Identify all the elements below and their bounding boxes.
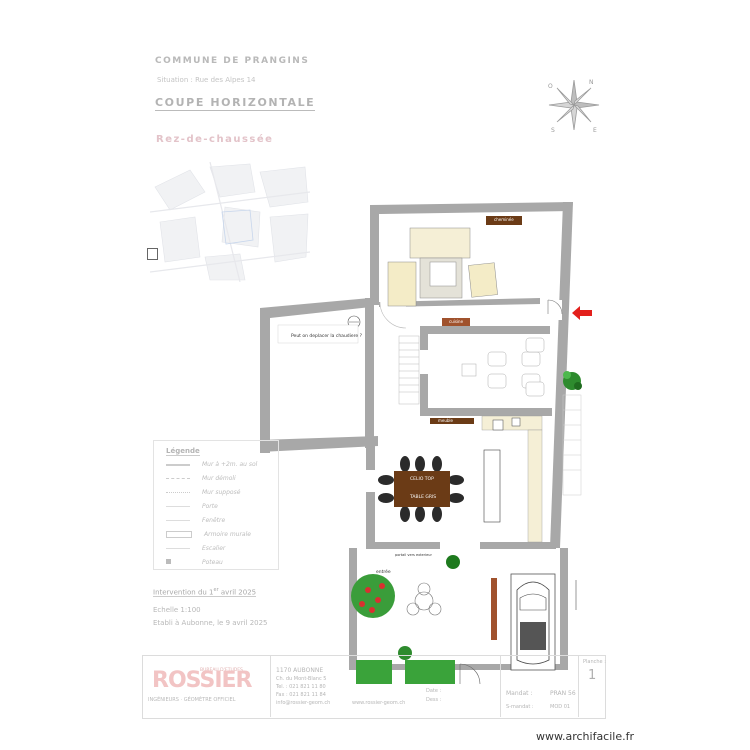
commune-title: COMMUNE DE PRANGINS xyxy=(155,56,310,66)
legend-item-window: Fenêtre xyxy=(166,517,225,524)
dining-table-bottom xyxy=(394,489,450,507)
smandat-label: S-mandat : xyxy=(506,704,534,710)
plant-right xyxy=(563,371,582,390)
tree-left xyxy=(351,574,395,618)
scale-text: Echelle 1:100 xyxy=(153,606,201,614)
dining-table-top xyxy=(394,471,450,489)
title-block-divider xyxy=(270,656,271,717)
legend-item-supposed: Mur supposé xyxy=(166,489,240,496)
plant-hedge xyxy=(398,646,412,660)
dining-chairs xyxy=(378,456,464,522)
title-block-divider-3 xyxy=(578,656,579,717)
company-email: info@rossier-geom.ch xyxy=(276,700,331,706)
label-entree: entrée xyxy=(376,570,391,575)
car xyxy=(510,573,556,671)
logo-top-text: BUREAU D'ETUDES xyxy=(200,668,243,673)
bench xyxy=(491,578,497,640)
compass-rose-icon: N O E S xyxy=(548,79,600,134)
label-cabinet-mid: cuisine xyxy=(449,319,464,324)
map-marker-icon xyxy=(147,248,158,260)
situation-text: Situation : Rue des Alpes 14 xyxy=(157,76,256,84)
company-fax: Fax : 021 821 11 84 xyxy=(276,692,326,698)
legend-window-symbol-icon xyxy=(166,520,190,521)
level-title: Rez-de-chaussée xyxy=(156,134,274,145)
dessin-label: Dess : xyxy=(426,697,442,703)
svg-text:O: O xyxy=(548,83,553,90)
svg-text:S: S xyxy=(551,127,555,134)
legend-item-closet: Armoire murale xyxy=(166,531,251,538)
legend-box xyxy=(153,440,279,570)
situation-map xyxy=(150,162,310,282)
tree-small xyxy=(446,555,460,569)
label-table-bottom: TABLE GRIS xyxy=(410,495,437,500)
planche-label: Planche : xyxy=(583,659,606,665)
company-logo: ROSSIER xyxy=(152,668,252,693)
outdoor-table xyxy=(406,582,442,616)
legend-item-post: Poteau xyxy=(166,559,223,566)
legend-door-symbol-icon xyxy=(166,506,190,507)
smandat-value: MOD 01 xyxy=(550,704,571,710)
cabinet-mid xyxy=(442,318,470,326)
legend-supposed-symbol-icon xyxy=(166,492,190,493)
legend-closet-symbol-icon xyxy=(166,531,192,538)
cabinet-top xyxy=(486,216,522,225)
cabinet-low xyxy=(430,418,474,424)
plan-title: COUPE HORIZONTALE xyxy=(155,96,316,111)
legend-demolished-symbol-icon xyxy=(166,478,190,479)
legend-stairs-symbol-icon xyxy=(166,548,190,549)
label-cabinet-low: meuble xyxy=(438,418,454,423)
mandat-label: Mandat : xyxy=(506,690,533,697)
company-city: 1170 AUBONNE xyxy=(276,667,324,674)
intervention-date: Intervention du 1er avril 2025 xyxy=(153,587,257,598)
staircase xyxy=(398,335,420,405)
mandat-value: PRAN 56 xyxy=(550,690,576,697)
company-address: Ch. du Mont-Blanc 5 xyxy=(276,676,327,682)
svg-text:N: N xyxy=(589,79,594,86)
svg-text:E: E xyxy=(593,127,597,134)
label-porte: portail vers exterieur xyxy=(395,553,432,557)
legend-item-demolished: Mur démoli xyxy=(166,475,236,482)
label-table-top: CELIO TOP xyxy=(410,477,434,482)
legend-item-stairs: Escalier xyxy=(166,545,225,552)
logo-subtitle: INGÉNIEURS · GÉOMÈTRE OFFICIEL xyxy=(148,697,236,703)
company-tel: Tel. : 021 821 11 80 xyxy=(276,684,326,690)
date-label: Date : xyxy=(426,688,442,694)
legend-post-symbol-icon xyxy=(166,559,190,566)
legend-item-door: Porte xyxy=(166,503,218,510)
legend-item-wall: Mur à +2m. au sol xyxy=(166,461,257,468)
established-text: Etabli à Aubonne, le 9 avril 2025 xyxy=(153,619,268,627)
hedge-left xyxy=(356,660,392,684)
title-block xyxy=(142,655,606,719)
planche-number: 1 xyxy=(588,668,597,683)
company-web: www.rossier-geom.ch xyxy=(352,700,406,706)
hedge-right xyxy=(405,660,455,684)
title-block-divider-2 xyxy=(500,656,501,717)
entry-arrow-icon xyxy=(572,306,592,320)
legend-wall-symbol-icon xyxy=(166,463,190,466)
label-cabinet-top: cheminée xyxy=(494,217,514,222)
legend-title: Légende xyxy=(166,447,200,456)
note-boiler: Peut on deplacer la chaudiere ? xyxy=(291,334,363,339)
watermark-text: www.archifacile.fr xyxy=(536,730,635,743)
